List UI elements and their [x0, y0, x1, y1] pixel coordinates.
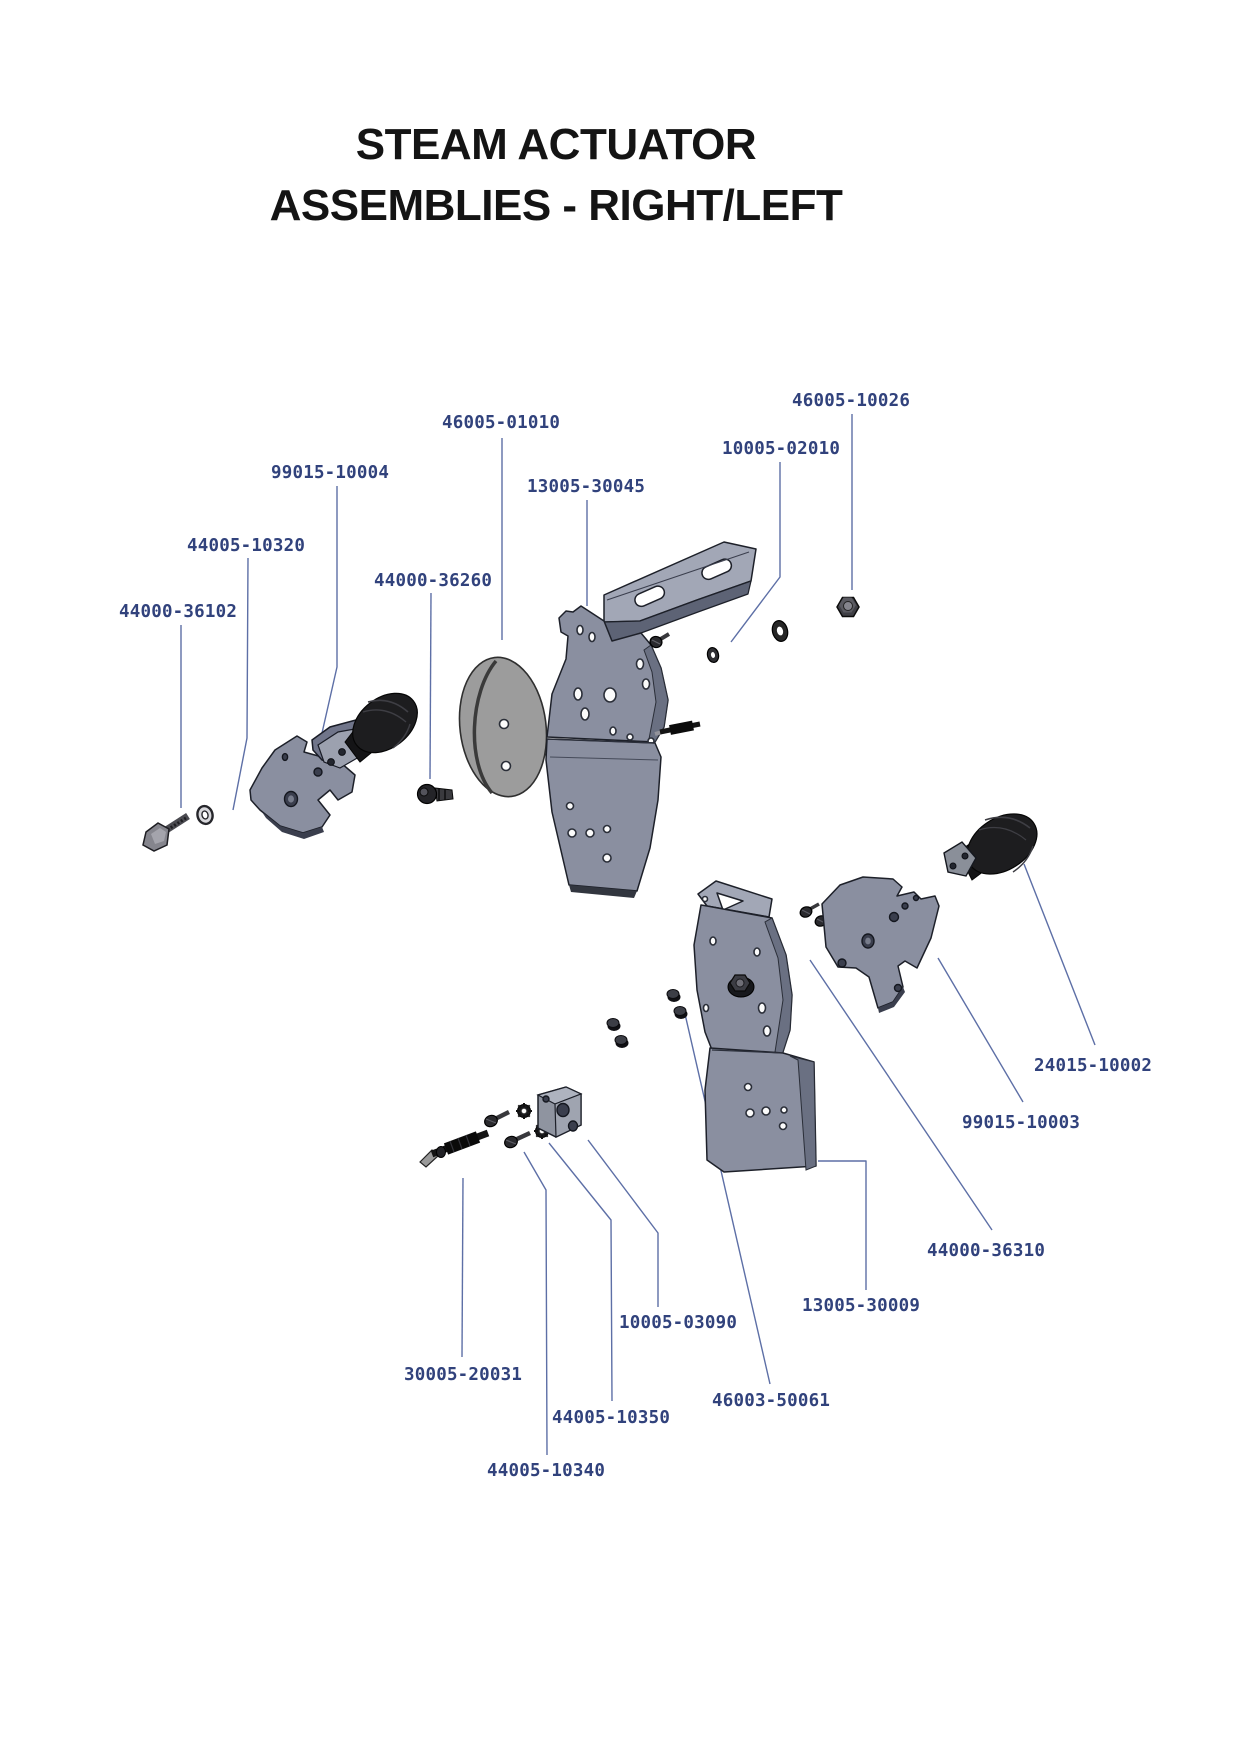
- leader-99015-10004: [321, 486, 338, 734]
- leader-24015-10002: [1023, 863, 1096, 1046]
- part-label-44000-36310: 44000-36310: [927, 1241, 1046, 1261]
- part-label-10005-02010: 10005-02010: [722, 439, 841, 459]
- spacer-block: [536, 1086, 583, 1138]
- page-title-line1: STEAM ACTUATOR: [355, 120, 757, 169]
- part-label-46005-10026: 46005-10026: [792, 391, 911, 411]
- part-label-99015-10003: 99015-10003: [962, 1113, 1081, 1133]
- main-bracket-upper: [545, 541, 757, 898]
- main-bracket-lower: [693, 880, 817, 1173]
- adjuster-screw: [419, 1129, 490, 1168]
- part-label-30005-20031: 30005-20031: [404, 1365, 523, 1385]
- leader-lines: [180, 414, 1096, 1456]
- button-nut: [666, 989, 681, 1002]
- button-nuts: [606, 989, 688, 1048]
- leader-10005-03090: [587, 1139, 659, 1307]
- friction-disc: [458, 656, 548, 798]
- part-label-10005-03090: 10005-03090: [619, 1313, 738, 1333]
- leader-44000-36310: [809, 959, 993, 1231]
- threaded-rod: [654, 720, 701, 736]
- part-label-44000-36260: 44000-36260: [374, 571, 493, 591]
- small-washer: [706, 646, 720, 664]
- leader-46003-50061: [684, 1013, 771, 1385]
- hex-bolt: [142, 813, 190, 852]
- part-label-46005-01010: 46005-01010: [442, 413, 561, 433]
- machine-screw: [504, 1130, 531, 1149]
- leader-44005-10320: [232, 557, 249, 811]
- part-label-44000-36102: 44000-36102: [119, 602, 238, 622]
- leader-44005-10350: [548, 1142, 613, 1402]
- part-label-44005-10320: 44005-10320: [187, 536, 306, 556]
- flat-washer: [196, 804, 214, 826]
- leader-13005-30009: [818, 1160, 867, 1290]
- actuator-plate-right: [821, 876, 940, 1013]
- page-title-line2: ASSEMBLIES - RIGHT/LEFT: [269, 181, 843, 230]
- part-label-46003-50061: 46003-50061: [712, 1391, 831, 1411]
- button-nut: [673, 1006, 688, 1019]
- large-washer: [771, 620, 789, 642]
- left-actuator-assembly: [142, 692, 418, 852]
- button-nut: [606, 1018, 621, 1031]
- leader-10005-02010: [730, 462, 781, 643]
- leader-44005-10340: [523, 1151, 548, 1456]
- actuator-knob-right: [943, 813, 1038, 881]
- pan-head-screw: [799, 902, 820, 918]
- star-washer: [516, 1103, 532, 1119]
- machine-screw: [484, 1109, 511, 1128]
- part-label-44005-10350: 44005-10350: [552, 1408, 671, 1428]
- actuator-knob-left: [344, 692, 418, 763]
- button-nut: [614, 1035, 629, 1048]
- socket-screw: [416, 783, 454, 805]
- flange-nut: [727, 974, 755, 998]
- small-parts-cluster: [419, 1086, 583, 1168]
- top-fastener-row: [649, 596, 860, 664]
- part-label-13005-30009: 13005-30009: [802, 1296, 921, 1316]
- leader-44000-36260: [429, 592, 432, 780]
- part-label-13005-30045: 13005-30045: [527, 477, 646, 497]
- right-actuator-assembly: [799, 813, 1038, 1013]
- part-label-24015-10002: 24015-10002: [1034, 1056, 1153, 1076]
- leader-99015-10003: [937, 957, 1024, 1103]
- part-label-99015-10004: 99015-10004: [271, 463, 390, 483]
- hex-nut: [836, 596, 860, 618]
- leader-30005-20031: [461, 1177, 464, 1358]
- part-label-44005-10340: 44005-10340: [487, 1461, 606, 1481]
- pan-head-screw: [649, 632, 671, 649]
